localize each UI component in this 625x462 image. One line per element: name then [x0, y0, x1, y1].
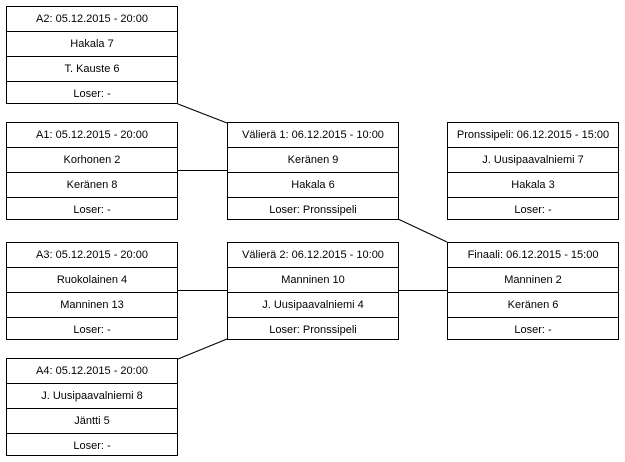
match-player1: J. Uusipaavalniemi 8	[7, 384, 177, 409]
match-box-semifinal-1: Välierä 1: 06.12.2015 - 10:00 Keränen 9 …	[227, 122, 399, 220]
match-box-final: Finaali: 06.12.2015 - 15:00 Manninen 2 K…	[447, 242, 619, 340]
match-header: Pronssipeli: 06.12.2015 - 15:00	[448, 123, 618, 148]
match-loser: Loser: -	[73, 204, 111, 216]
match-player1: Keränen 9	[228, 148, 398, 173]
match-player1: Manninen 10	[228, 268, 398, 293]
match-player1: Ruokolainen 4	[7, 268, 177, 293]
match-player2: J. Uusipaavalniemi 4	[228, 293, 398, 318]
match-player1: Manninen 2	[448, 268, 618, 293]
match-player2: Hakala 6	[228, 173, 398, 198]
match-player2: Jäntti 5	[7, 409, 177, 434]
match-player2: Keränen 8	[7, 173, 177, 198]
match-header: Välierä 1: 06.12.2015 - 10:00	[228, 123, 398, 148]
match-box-a1: A1: 05.12.2015 - 20:00 Korhonen 2 Keräne…	[6, 122, 178, 220]
match-box-a4: A4: 05.12.2015 - 20:00 J. Uusipaavalniem…	[6, 358, 178, 456]
match-loser: Loser: -	[73, 440, 111, 452]
match-box-bronze-game: Pronssipeli: 06.12.2015 - 15:00 J. Uusip…	[447, 122, 619, 220]
match-header: A1: 05.12.2015 - 20:00	[7, 123, 177, 148]
match-box-semifinal-2: Välierä 2: 06.12.2015 - 10:00 Manninen 1…	[227, 242, 399, 340]
match-header: Finaali: 06.12.2015 - 15:00	[448, 243, 618, 268]
match-box-a3: A3: 05.12.2015 - 20:00 Ruokolainen 4 Man…	[6, 242, 178, 340]
match-loser: Loser: -	[73, 324, 111, 336]
match-loser: Loser: Pronssipeli	[269, 324, 357, 336]
connector-a2-to-valiera1	[177, 103, 228, 124]
match-player2: Hakala 3	[448, 173, 618, 198]
match-player1: Hakala 7	[7, 32, 177, 57]
match-box-a2: A2: 05.12.2015 - 20:00 Hakala 7 T. Kaust…	[6, 6, 178, 104]
match-loser: Loser: Pronssipeli	[269, 204, 357, 216]
connector-a4-to-valiera2	[177, 338, 228, 360]
match-header: A2: 05.12.2015 - 20:00	[7, 7, 177, 32]
match-player1: Korhonen 2	[7, 148, 177, 173]
match-header: A4: 05.12.2015 - 20:00	[7, 359, 177, 384]
match-player2: Keränen 6	[448, 293, 618, 318]
match-player1: J. Uusipaavalniemi 7	[448, 148, 618, 173]
connector-valiera1-to-finaali	[397, 218, 448, 243]
match-loser: Loser: -	[73, 88, 111, 100]
match-header: Välierä 2: 06.12.2015 - 10:00	[228, 243, 398, 268]
match-loser: Loser: -	[514, 324, 552, 336]
match-player2: Manninen 13	[7, 293, 177, 318]
match-player2: T. Kauste 6	[7, 57, 177, 82]
match-header: A3: 05.12.2015 - 20:00	[7, 243, 177, 268]
match-loser: Loser: -	[514, 204, 552, 216]
